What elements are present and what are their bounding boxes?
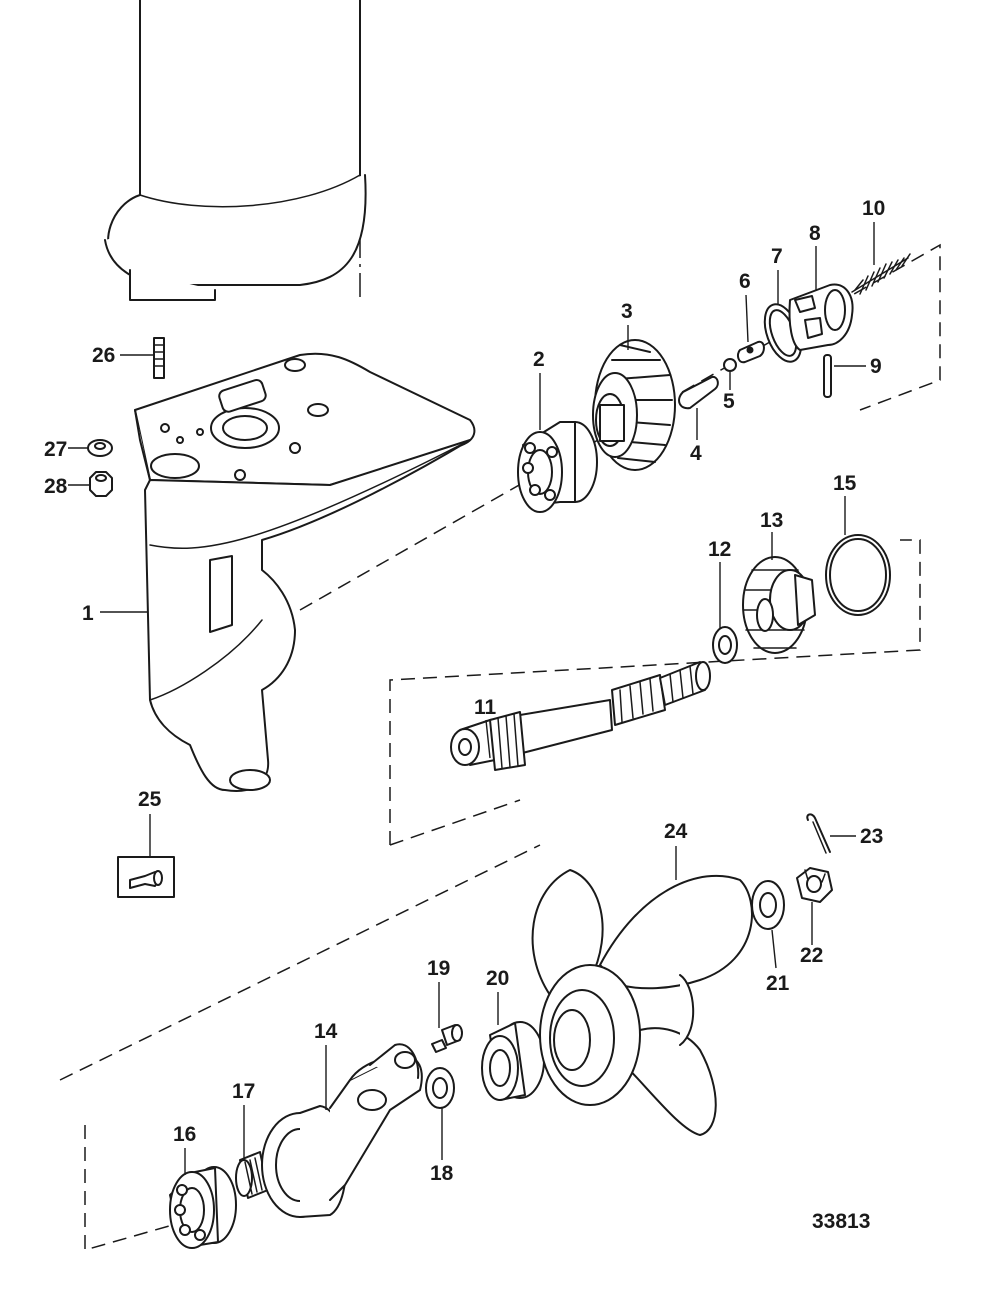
propshaft-bearing — [169, 1166, 237, 1249]
callout-22: 22 — [800, 944, 823, 967]
stud — [153, 337, 165, 379]
nut — [89, 471, 113, 497]
callout-28: 28 — [44, 475, 68, 498]
bearing — [517, 421, 598, 513]
prop-washer — [751, 880, 785, 930]
callout-9: 9 — [870, 355, 882, 378]
detent-ball — [723, 358, 737, 372]
bearing-carrier — [261, 1043, 423, 1218]
callout-20: 20 — [486, 967, 509, 990]
callout-8: 8 — [809, 222, 821, 245]
callout-13: 13 — [760, 509, 783, 532]
propeller — [531, 869, 753, 1136]
callout-10: 10 — [862, 197, 885, 220]
callout-25: 25 — [138, 788, 162, 811]
callout-21: 21 — [766, 972, 790, 995]
callout-16: 16 — [173, 1123, 196, 1146]
spring — [851, 253, 911, 295]
forward-gear — [592, 339, 676, 471]
thrust-washer — [712, 626, 738, 664]
carrier-washer — [425, 1067, 455, 1109]
clutch — [788, 283, 854, 351]
washer — [87, 439, 113, 457]
callout-3: 3 — [621, 300, 633, 323]
screw — [431, 1024, 463, 1053]
callout-12: 12 — [708, 538, 731, 561]
prop-nut — [796, 867, 833, 903]
callout-7: 7 — [771, 245, 783, 268]
o-ring — [825, 534, 891, 616]
callout-27: 27 — [44, 438, 67, 461]
slide-pin — [736, 340, 765, 364]
callout-23: 23 — [860, 825, 883, 848]
pinion-gear — [742, 556, 816, 654]
callout-2: 2 — [533, 348, 545, 371]
cam-follower — [678, 375, 719, 410]
driveshaft — [450, 661, 711, 771]
callout-14: 14 — [314, 1020, 338, 1043]
inset-box — [117, 856, 175, 898]
callout-24: 24 — [664, 820, 688, 843]
callout-19: 19 — [427, 957, 450, 980]
callout-6: 6 — [739, 270, 751, 293]
figure-id: 33813 — [812, 1210, 870, 1233]
cotter-pin — [806, 813, 831, 854]
callout-5: 5 — [723, 390, 735, 413]
callout-11: 11 — [474, 696, 497, 719]
driveshaft-housing-upper — [104, 0, 367, 301]
gear-housing — [134, 352, 476, 792]
cross-pin — [823, 354, 832, 398]
thrust-hub — [481, 1021, 545, 1101]
callout-labels: 1 2 3 4 5 6 7 8 9 10 11 12 13 14 15 16 1… — [44, 197, 885, 1185]
callout-15: 15 — [833, 472, 857, 495]
callout-18: 18 — [430, 1162, 454, 1185]
callout-17: 17 — [232, 1080, 255, 1103]
callout-leaders — [68, 222, 875, 1175]
needle-bearing — [235, 1151, 269, 1199]
callout-26: 26 — [92, 344, 115, 367]
callout-4: 4 — [690, 442, 702, 465]
callout-1: 1 — [82, 602, 94, 625]
